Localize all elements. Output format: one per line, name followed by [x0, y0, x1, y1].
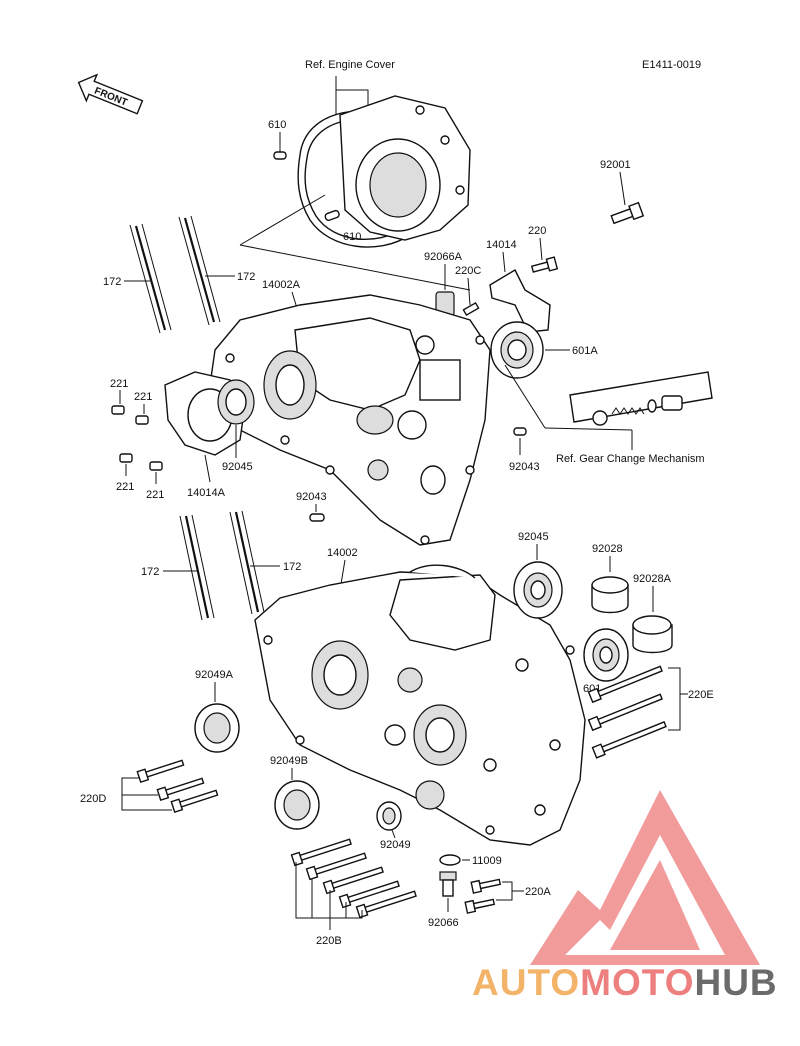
screw-220	[530, 256, 559, 273]
screw-221-c	[119, 453, 133, 463]
label-610-top: 610	[268, 119, 286, 131]
label-220D: 220D	[80, 793, 106, 805]
screw-221-a	[111, 405, 125, 415]
label-92045-left: 92045	[222, 461, 253, 473]
label-92066: 92066	[428, 917, 459, 929]
engine-cover-part	[339, 95, 471, 241]
label-92043-right: 92043	[509, 461, 540, 473]
oil-seal-92045-left	[217, 379, 255, 425]
label-92045-right: 92045	[518, 531, 549, 543]
stud-172-top-right	[178, 215, 221, 326]
label-221-a: 221	[110, 378, 128, 390]
diagram-code: E1411-0019	[642, 59, 701, 71]
label-11009: 11009	[472, 855, 502, 867]
label-14014A: 14014A	[187, 487, 226, 499]
bearing-92045-right	[513, 561, 563, 619]
label-92049B: 92049B	[270, 755, 308, 767]
washer-11009	[439, 854, 461, 866]
plate-14014	[489, 269, 551, 333]
watermark-logo: AUTOMOTOHUB	[472, 790, 778, 1003]
stud-172-bottom-right	[229, 510, 265, 615]
label-220E: 220E	[688, 689, 714, 701]
screw-220C	[462, 301, 480, 317]
label-92043-left: 92043	[296, 491, 327, 503]
bolt-92001	[610, 201, 645, 225]
label-172-b: 172	[237, 271, 255, 283]
gear-change-parts	[592, 395, 683, 426]
oil-seal-92049A	[194, 703, 240, 753]
label-92066A: 92066A	[424, 251, 463, 263]
label-92028A: 92028A	[633, 573, 672, 585]
label-221-c: 221	[116, 481, 134, 493]
front-arrow-icon: FRONT	[77, 73, 144, 115]
screws-220A	[464, 878, 502, 914]
label-220C: 220C	[455, 265, 481, 277]
label-92049: 92049	[380, 839, 411, 851]
drain-plug-92066	[439, 871, 457, 897]
label-221-b: 221	[134, 391, 152, 403]
right-crankcase-14002	[254, 564, 586, 846]
dowel-92043-left	[309, 513, 325, 522]
dowel-92043-right	[513, 427, 527, 436]
label-172-d: 172	[283, 561, 301, 573]
ref-gear-change: Ref. Gear Change Mechanism	[556, 453, 705, 465]
dowel-pin-610-top	[273, 151, 287, 160]
label-14002: 14002	[327, 547, 358, 559]
oil-seal-92049	[376, 801, 402, 831]
label-14002A: 14002A	[262, 279, 301, 291]
gear-change-box	[569, 371, 713, 423]
watermark-moto: MOTO	[580, 962, 694, 1003]
label-220: 220	[528, 225, 546, 237]
label-601A: 601A	[572, 345, 598, 357]
watermark-auto: AUTO	[472, 962, 580, 1003]
label-92028: 92028	[592, 543, 623, 555]
label-92049A: 92049A	[195, 669, 234, 681]
label-92001: 92001	[600, 159, 631, 171]
collar-92028	[591, 576, 629, 614]
svg-text:AUTOMOTOHUB: AUTOMOTOHUB	[472, 962, 778, 1003]
ref-engine-cover: Ref. Engine Cover	[305, 59, 395, 71]
bolts-220D	[136, 759, 219, 814]
screw-221-b	[135, 415, 149, 425]
label-610-inner: 610	[343, 231, 361, 243]
label-172-a: 172	[103, 276, 121, 288]
stud-172-bottom-left	[179, 514, 215, 621]
bolts-220E	[587, 665, 667, 759]
label-220B: 220B	[316, 935, 342, 947]
label-221-d: 221	[146, 489, 164, 501]
bearing-601A	[490, 321, 544, 379]
oil-seal-92049B	[274, 780, 320, 830]
label-220A: 220A	[525, 886, 551, 898]
label-14014: 14014	[486, 239, 517, 251]
bearing-601	[583, 628, 629, 682]
dowel-pin-610-inner	[324, 209, 340, 222]
screw-221-d	[149, 461, 163, 471]
left-crankcase-14002A	[209, 294, 491, 546]
collar-92028A	[632, 615, 673, 654]
label-172-c: 172	[141, 566, 159, 578]
stud-172-top-left	[129, 223, 172, 334]
watermark-hub: HUB	[694, 962, 777, 1003]
